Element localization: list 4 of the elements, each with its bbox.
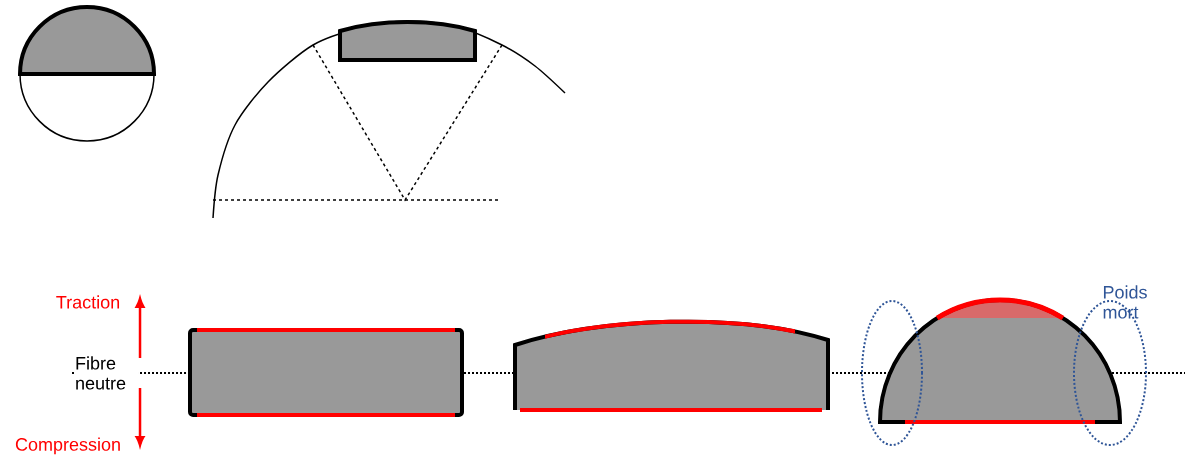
callout-label: Poids mort: [1103, 285, 1147, 319]
axis-label: Fibre neutre: [74, 355, 138, 391]
force-label: Compression: [15, 437, 120, 455]
force-label: Traction: [56, 295, 120, 309]
